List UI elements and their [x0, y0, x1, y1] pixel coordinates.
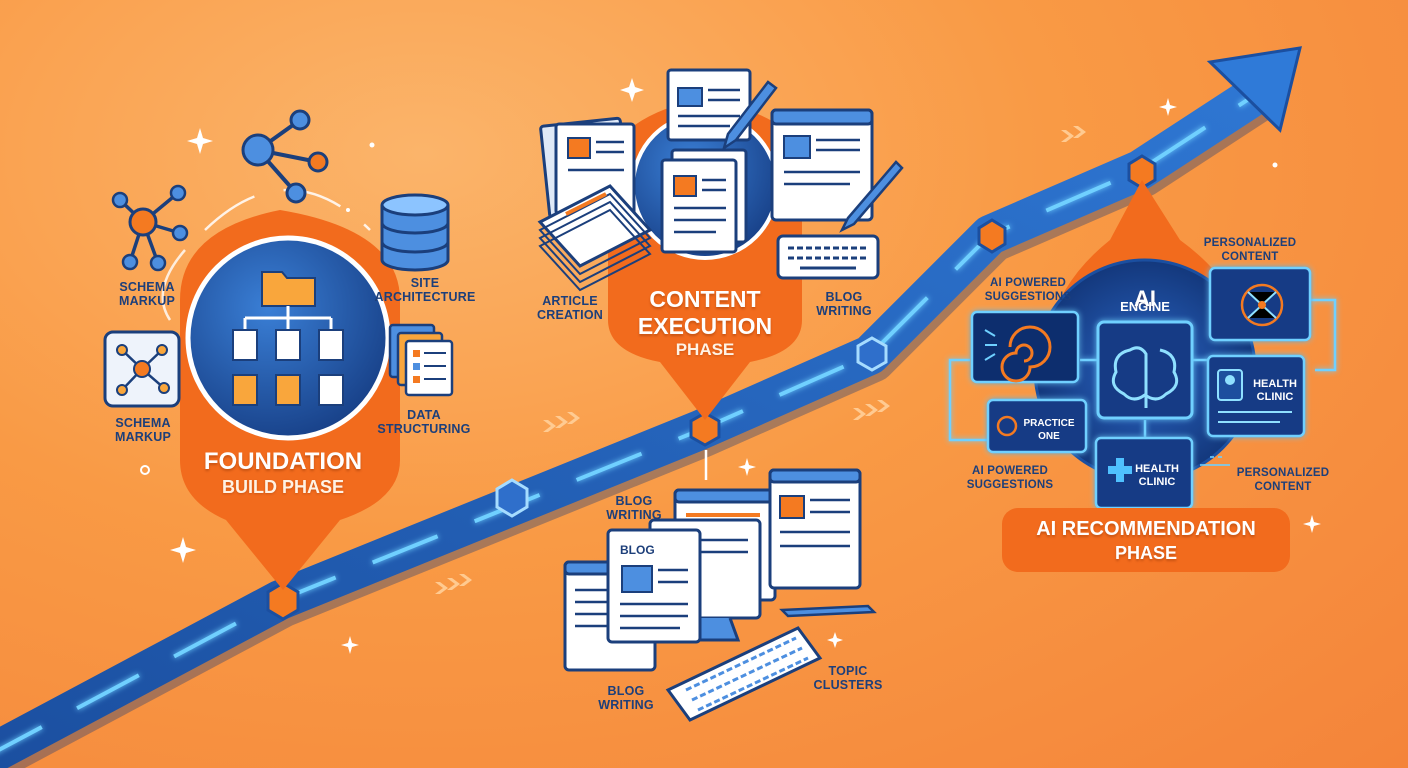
document-stack-icon — [537, 116, 653, 292]
sparkle-icon — [170, 537, 196, 563]
ai-phase-title-line2: PHASE — [1114, 543, 1177, 563]
chevron-arrows — [435, 126, 1086, 594]
pen-icon — [721, 80, 778, 151]
milestone-hex — [689, 411, 721, 447]
content-phase — [537, 68, 904, 722]
milestone-hex — [856, 336, 888, 372]
sparkles — [140, 78, 1321, 654]
schema-markup-label: SCHEMA MARKUP — [118, 280, 176, 308]
foundation-title: FOUNDATION — [203, 448, 363, 475]
pen-icon — [779, 604, 877, 618]
milestone-hex — [266, 581, 300, 621]
folder-tree-icon — [232, 271, 344, 406]
document-icon — [660, 148, 748, 254]
arrow-head-icon — [1206, 46, 1302, 133]
ai-phase-banner — [1002, 508, 1290, 572]
article-creation-label: ARTICLE CREATION — [537, 294, 603, 322]
chevron-icon — [543, 412, 580, 432]
health-clinic-card — [1206, 354, 1306, 438]
blog-writing-label: BLOG WRITING — [606, 494, 662, 522]
site-architecture-label: SITE ARCHITECTURE — [374, 276, 476, 304]
chevron-icon — [853, 400, 890, 420]
chevron-icon — [1061, 126, 1086, 142]
network-icon — [111, 184, 189, 272]
sparkle-icon — [1159, 98, 1177, 116]
neural-network-card — [1208, 266, 1312, 342]
ai-engine-title: AI — [1134, 286, 1156, 311]
schema-markup-label: SCHEMA MARKUP — [114, 416, 172, 444]
health-clinic-label: HEALTH CLINIC — [1253, 378, 1297, 403]
content-title-line2: EXECUTION — [637, 313, 773, 339]
foundation-phase — [103, 109, 454, 590]
ai-suggestions-label: AI POWERED SUGGESTIONS — [984, 277, 1072, 303]
blog-tag: BLOG — [620, 543, 655, 557]
blog-document-icon — [606, 528, 702, 644]
chevron-icon — [435, 574, 472, 594]
milestone-hex — [495, 478, 529, 518]
foundation-subtitle: BUILD PHASE — [221, 477, 344, 497]
browser-window-icon — [768, 468, 862, 590]
brain-icon — [1111, 346, 1179, 401]
blog-writing-label: BLOG WRITING — [598, 684, 654, 712]
sparkle-icon — [620, 78, 644, 102]
schema-card-icon — [103, 330, 181, 408]
content-subtitle: PHASE — [675, 340, 735, 359]
sparkle-icon — [1303, 515, 1321, 533]
ai-phase-title-line1: AI RECOMMENDATION — [1036, 518, 1256, 540]
sparkle-icon — [738, 458, 756, 476]
medical-cross-icon — [1108, 458, 1132, 482]
document-stack-icon — [388, 323, 454, 397]
milestone-hex — [977, 218, 1007, 254]
sparkle-icon — [341, 636, 359, 654]
database-icon — [380, 193, 450, 272]
blog-cluster — [563, 468, 877, 722]
pen-icon — [839, 160, 904, 233]
network-icon — [241, 109, 329, 204]
health-clinic-label: HEALTH CLINIC — [1135, 463, 1179, 488]
sparkle-icon — [827, 632, 843, 648]
brain-card — [1096, 320, 1194, 420]
keyboard-icon — [776, 234, 880, 280]
ai-suggestions-label: AI POWERED SUGGESTIONS — [966, 465, 1054, 491]
personalized-content-label: PERSONALIZED CONTENT — [1203, 237, 1297, 263]
personalized-content-label: PERSONALIZED CONTENT — [1236, 467, 1330, 493]
keyboard-icon — [665, 626, 823, 722]
ai-engine-subtitle-text: ENGINE — [1120, 299, 1170, 314]
milestone-markers — [266, 154, 1157, 621]
ai-phase — [948, 180, 1337, 572]
browser-window-icon — [770, 108, 874, 222]
practice-card — [986, 398, 1088, 454]
ai-swirl-card — [970, 310, 1080, 384]
topic-clusters-label: TOPIC CLUSTERS — [813, 664, 883, 692]
content-title-line1: CONTENT — [649, 286, 761, 312]
blog-writing-label: BLOG WRITING — [816, 290, 872, 318]
sparkle-icon — [187, 128, 213, 154]
practice-one-label: PRACTICE ONE — [1023, 418, 1075, 442]
data-structuring-label: DATA STRUCTURING — [377, 408, 471, 436]
